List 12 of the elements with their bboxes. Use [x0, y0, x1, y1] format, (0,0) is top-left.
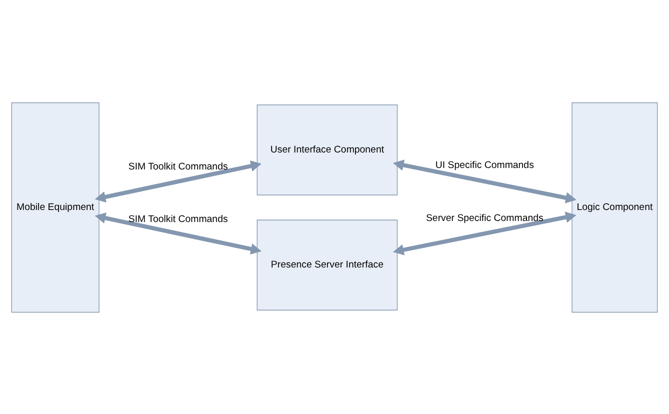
- arrow: [94, 160, 262, 202]
- arrow: [392, 159, 576, 203]
- edge-label: UI Specific Commands: [435, 160, 534, 171]
- node-box: Presence Server Interface: [256, 219, 398, 310]
- edge-label: Server Specific Commands: [426, 212, 544, 224]
- node-box: User Interface Component: [256, 104, 398, 195]
- node-box: Logic Component: [572, 102, 658, 312]
- arrow: [392, 211, 576, 255]
- edge-label: SIM Toolkit Commands: [128, 214, 228, 225]
- edge-label: SIM Toolkit Commands: [128, 160, 228, 172]
- node-box: Mobile Equipment: [11, 102, 100, 312]
- arrow: [94, 212, 262, 254]
